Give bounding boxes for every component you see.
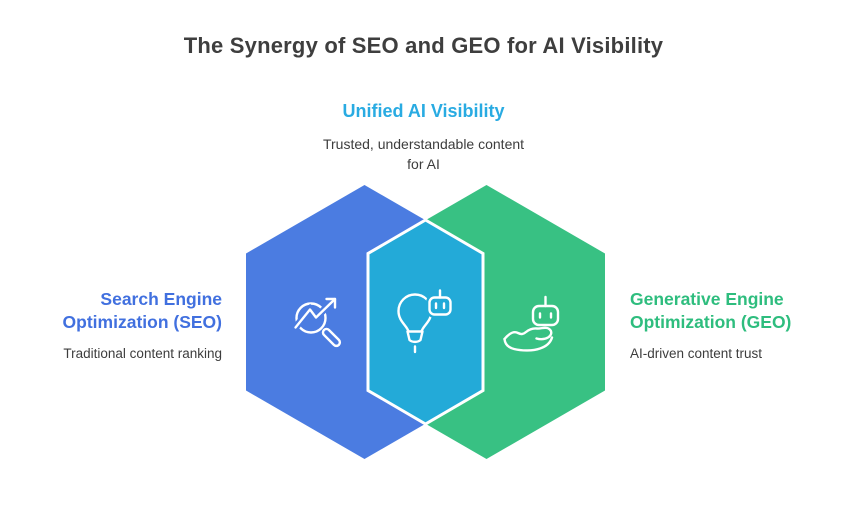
overlap-description-line2: for AI xyxy=(407,156,440,172)
seo-heading: Search Engine Optimization (SEO) xyxy=(63,288,222,334)
geo-description: AI-driven content trust xyxy=(630,346,763,361)
overlap-description: Trusted, understandable content for AI xyxy=(0,134,847,174)
trend-magnifier-icon xyxy=(292,296,342,348)
seo-heading-line1: Search Engine xyxy=(100,289,222,309)
geo-label-block: Generative Engine Optimization (GEO) AI-… xyxy=(630,288,791,361)
lightbulb-robot-icon xyxy=(397,289,454,354)
geo-heading-line2: Optimization (GEO) xyxy=(630,312,792,332)
page-title: The Synergy of SEO and GEO for AI Visibi… xyxy=(183,33,664,58)
overlap-hexagon xyxy=(366,218,485,426)
seo-heading-line2: Optimization (SEO) xyxy=(62,312,222,332)
geo-heading-line1: Generative Engine xyxy=(630,289,784,309)
overlap-heading: Unified AI Visibility xyxy=(342,101,505,121)
seo-label-block: Search Engine Optimization (SEO) Traditi… xyxy=(63,288,222,361)
hand-robot-icon xyxy=(503,295,560,352)
seo-description: Traditional content ranking xyxy=(63,346,222,361)
geo-heading: Generative Engine Optimization (GEO) xyxy=(630,288,791,334)
overlap-description-line1: Trusted, understandable content xyxy=(322,136,525,152)
